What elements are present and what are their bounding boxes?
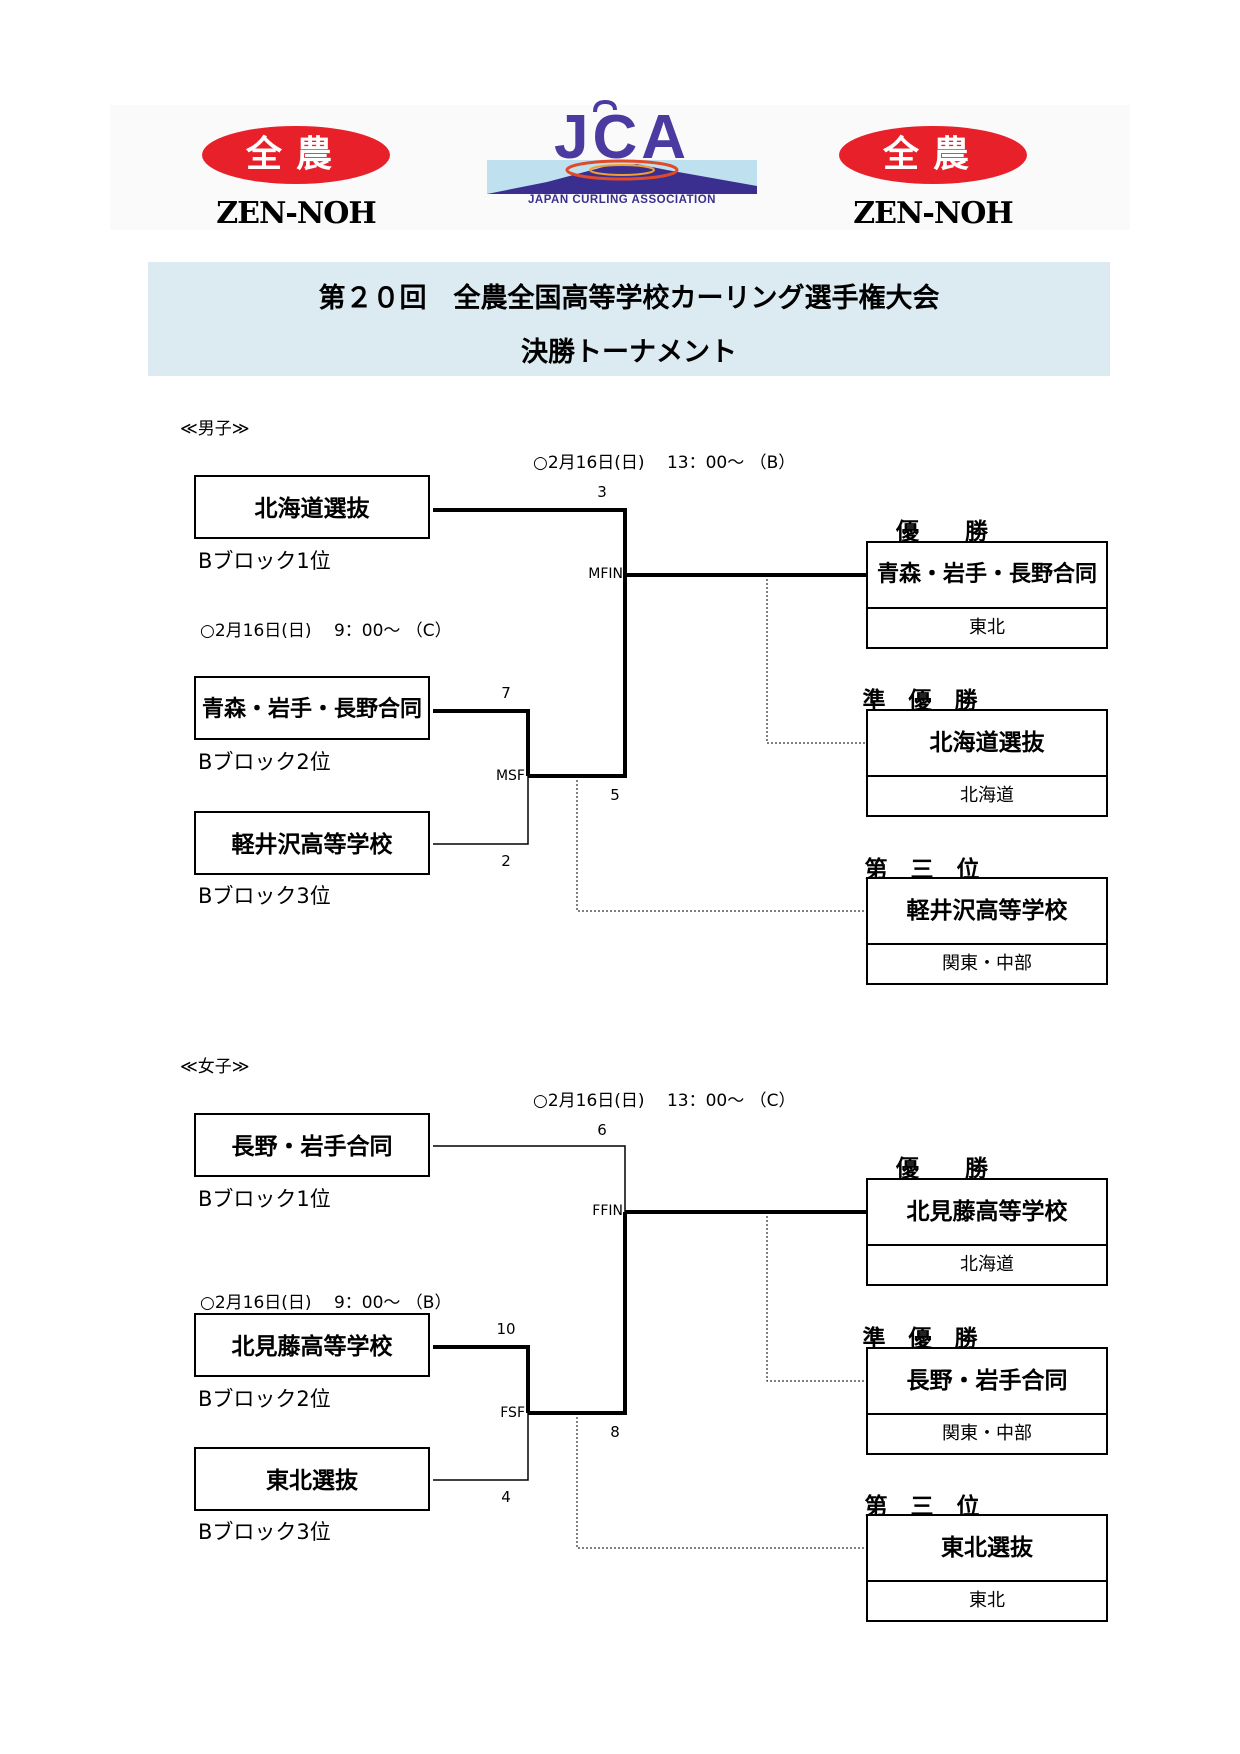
men-final-bottom-score: 5 (610, 786, 620, 804)
men-team-3-block: Bブロック3位 (198, 884, 331, 908)
men-third-region: 関東・中部 (942, 953, 1032, 974)
women-third-line (576, 1413, 866, 1549)
women-third-region: 東北 (969, 1590, 1005, 1611)
women-final-code: FFIN (592, 1203, 623, 1219)
jca-emblem-graphic (487, 100, 757, 194)
women-semi-top-score: 10 (496, 1320, 516, 1338)
women-runnerup-line (766, 1212, 866, 1382)
men-third-name: 軽井沢高等学校 (868, 879, 1106, 945)
women-champion-box: 北見藤高等学校 北海道 (866, 1178, 1108, 1286)
men-semi-code: MSF (495, 768, 525, 784)
women-team-2-block: Bブロック2位 (198, 1387, 331, 1411)
men-semi-bottom-line (433, 776, 529, 845)
zen-noh-logo-right: 全農 ZEN-NOH (833, 118, 1033, 231)
zen-noh-kanji: 全農 (882, 134, 983, 175)
women-team-1: 長野・岩手合同 (194, 1113, 430, 1177)
zen-noh-text: ZEN-NOH (853, 196, 1014, 231)
women-team-2: 北見藤高等学校 (194, 1313, 430, 1377)
men-final-schedule: ○2月16日(日) 13：00～ （B） (533, 453, 796, 473)
men-section-label: ≪男子≫ (180, 419, 250, 439)
men-rank-1-label: 優 勝 (896, 519, 988, 545)
jca-letters: JCA (553, 103, 691, 172)
men-team-2-block: Bブロック2位 (198, 750, 331, 774)
women-rank-1-label: 優 勝 (896, 1156, 988, 1182)
women-semi-top-line (433, 1345, 530, 1413)
women-team-3-block: Bブロック3位 (198, 1520, 331, 1544)
men-runnerup-region: 北海道 (960, 785, 1014, 806)
women-team-3: 東北選抜 (194, 1447, 430, 1511)
women-section-label: ≪女子≫ (180, 1057, 250, 1077)
men-team-3: 軽井沢高等学校 (194, 811, 430, 875)
men-final-bottom-line (528, 575, 627, 778)
men-semi-top-score: 7 (501, 684, 511, 702)
women-semi-bottom-score: 4 (501, 1488, 511, 1506)
zen-noh-oval (839, 126, 1027, 184)
men-semi-schedule: ○2月16日(日) 9：00～ （C） (200, 621, 452, 641)
women-third-box: 東北選抜 東北 (866, 1514, 1108, 1622)
women-semi-schedule: ○2月16日(日) 9：00～ （B） (200, 1293, 452, 1313)
men-semi-top-line (433, 709, 530, 776)
women-final-schedule: ○2月16日(日) 13：00～ （C） (533, 1091, 796, 1111)
men-third-line (576, 776, 866, 912)
women-third-name: 東北選抜 (868, 1516, 1106, 1582)
zen-noh-kanji: 全農 (245, 134, 346, 175)
men-runnerup-line (766, 575, 866, 744)
women-team-1-block: Bブロック1位 (198, 1187, 331, 1211)
women-final-bottom-score: 8 (610, 1423, 620, 1441)
women-runnerup-box: 長野・岩手合同 関東・中部 (866, 1347, 1108, 1455)
men-final-top-line (433, 508, 627, 575)
men-runnerup-box: 北海道選抜 北海道 (866, 709, 1108, 817)
men-third-box: 軽井沢高等学校 関東・中部 (866, 877, 1108, 985)
zen-noh-logo-left: 全農 ZEN-NOH (196, 118, 396, 231)
men-runnerup-name: 北海道選抜 (868, 711, 1106, 777)
men-champion-box: 青森・岩手・長野合同 東北 (866, 541, 1108, 649)
women-champion-region: 北海道 (960, 1254, 1014, 1275)
women-final-bottom-line (528, 1212, 627, 1415)
men-final-code: MFIN (588, 566, 623, 582)
women-runnerup-name: 長野・岩手合同 (868, 1349, 1106, 1415)
women-final-top-score: 6 (597, 1121, 607, 1139)
men-semi-bottom-score: 2 (501, 852, 511, 870)
men-team-2: 青森・岩手・長野合同 (194, 676, 430, 740)
men-champion-region: 東北 (969, 617, 1005, 638)
women-champion-name: 北見藤高等学校 (868, 1180, 1106, 1246)
women-semi-code: FSF (500, 1405, 525, 1421)
jca-logo: JCA JAPAN CURLING ASSOCIATION (487, 100, 757, 212)
men-final-top-score: 3 (597, 483, 607, 501)
men-team-1: 北海道選抜 (194, 475, 430, 539)
women-semi-bottom-line (433, 1413, 529, 1481)
zen-noh-text: ZEN-NOH (216, 196, 377, 231)
men-team-1-block: Bブロック1位 (198, 549, 331, 573)
title-box: 第２０回 全農全国高等学校カーリング選手権大会 決勝トーナメント (148, 262, 1110, 376)
zen-noh-oval (202, 126, 390, 184)
women-final-top-line (433, 1145, 626, 1212)
jca-subtitle: JAPAN CURLING ASSOCIATION (528, 194, 716, 206)
page-subtitle: 決勝トーナメント (521, 337, 737, 368)
men-champion-name: 青森・岩手・長野合同 (868, 543, 1106, 609)
women-runnerup-region: 関東・中部 (942, 1423, 1032, 1444)
page-title: 第２０回 全農全国高等学校カーリング選手権大会 (318, 283, 940, 314)
